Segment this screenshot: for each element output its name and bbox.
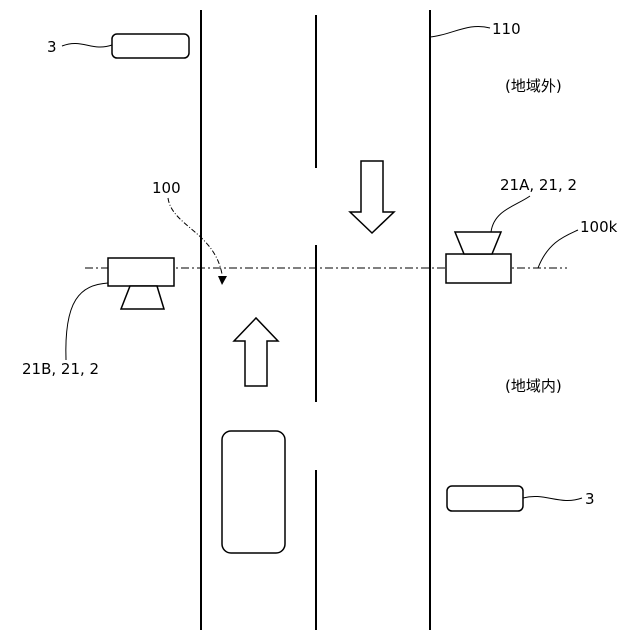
arrow-down-icon bbox=[350, 161, 394, 233]
area-inside-label: (地域内) bbox=[505, 377, 562, 395]
ref-100-label: 100 bbox=[152, 179, 181, 197]
signboard-bottom-label: 3 bbox=[585, 490, 595, 508]
sensor-21b-label: 21B, 21, 2 bbox=[22, 360, 99, 378]
sensor-21a-label: 21A, 21, 2 bbox=[500, 176, 577, 194]
vehicle bbox=[222, 431, 285, 553]
sensor-21b-leader bbox=[66, 283, 108, 360]
signboard-bottom bbox=[447, 486, 523, 511]
arrow-up-icon bbox=[234, 318, 278, 386]
detection-line-leader bbox=[538, 230, 578, 268]
sensor-21a-leader bbox=[491, 196, 530, 232]
signboard-top-leader bbox=[62, 43, 112, 47]
sensor-21a bbox=[446, 232, 511, 283]
detection-line-label: 100k bbox=[580, 218, 618, 236]
area-outside-label: (地域外) bbox=[505, 77, 562, 95]
ref-100-leader bbox=[168, 198, 222, 274]
signboard-top bbox=[112, 34, 189, 58]
ref-100-arrowhead-icon bbox=[218, 276, 227, 285]
signboard-bottom-leader bbox=[523, 496, 582, 500]
road-ref-leader bbox=[430, 26, 490, 37]
signboard-top-label: 3 bbox=[47, 38, 57, 56]
sensor-21b bbox=[108, 258, 174, 309]
road-ref-label: 110 bbox=[492, 20, 521, 38]
